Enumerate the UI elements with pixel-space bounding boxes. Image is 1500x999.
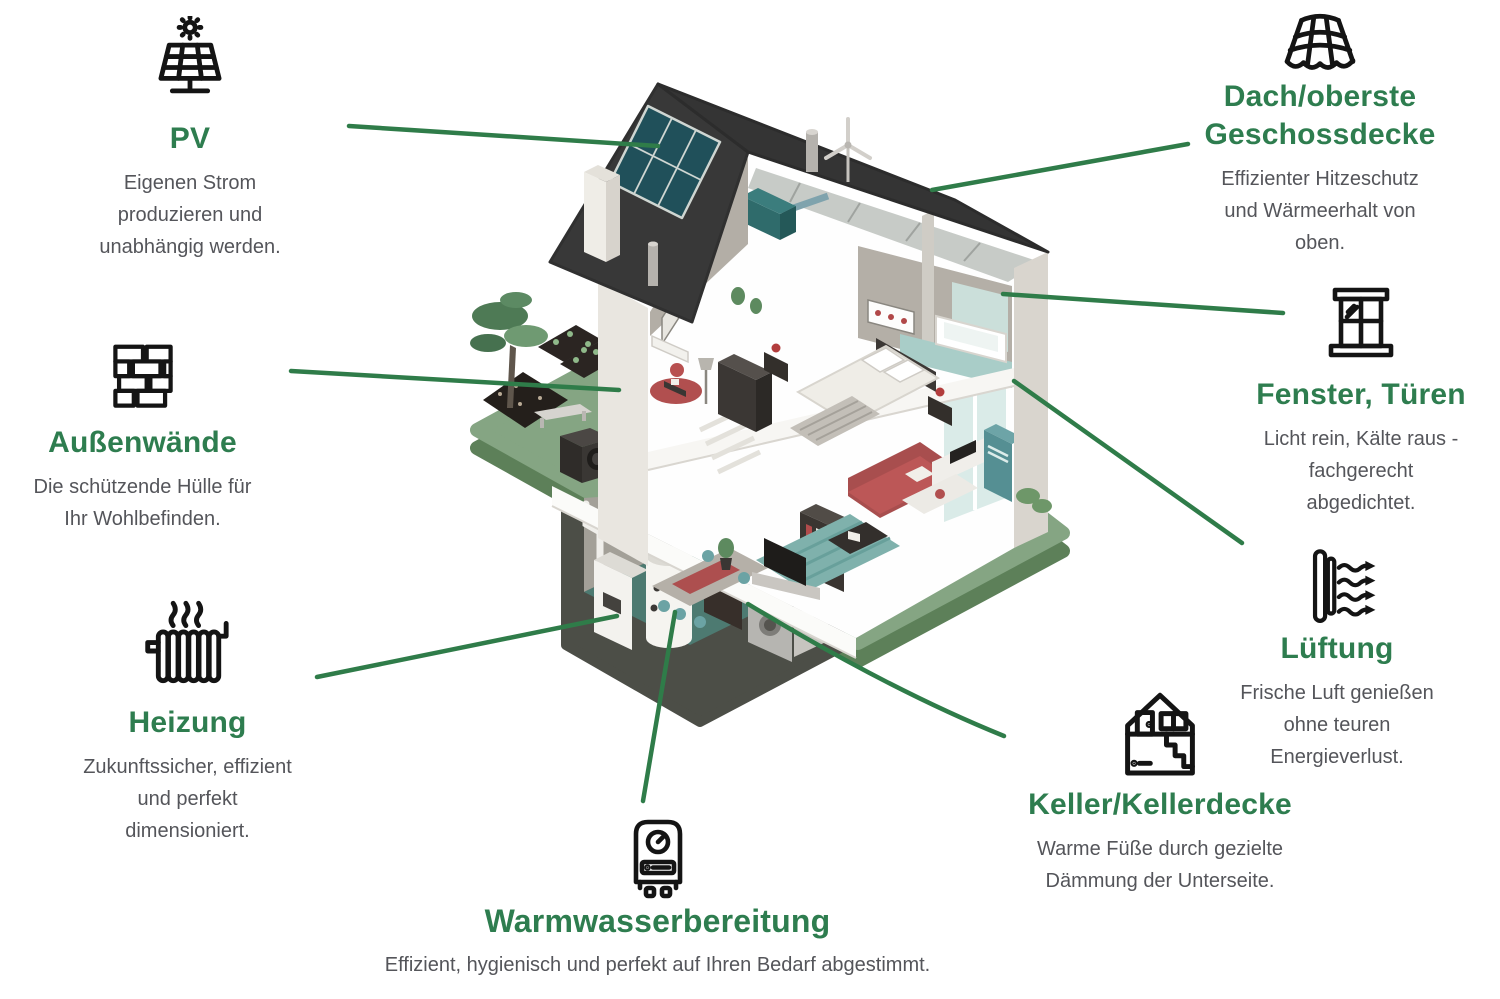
lueftung-title: Lüftung — [1280, 632, 1394, 665]
keller-description: Warme Füße durch gezielte Dämmung der Un… — [995, 833, 1325, 897]
lueftung-description-line: ohne teuren — [1283, 714, 1391, 736]
warmwasser-description-line: Effizient, hygienisch und perfekt auf Ih… — [384, 954, 931, 976]
connector-line-lueftung — [1011, 378, 1245, 546]
fenster-description-line: fachgerecht — [1308, 460, 1414, 482]
dach-description-line: oben. — [1294, 232, 1346, 254]
dach-description-line: Effizienter Hitzeschutz — [1221, 168, 1419, 190]
roof — [548, 82, 1050, 324]
roof-tiles-icon — [1165, 6, 1475, 78]
pv-section: PV Eigenen Strom produzieren und unabhän… — [40, 16, 340, 263]
keller-section: Keller/Kellerdecke Warme Füße durch gezi… — [995, 678, 1325, 897]
dach-description-line: und Wärmeerhalt von — [1224, 200, 1416, 222]
pv-description-line: unabhängig werden. — [99, 236, 281, 258]
heizung-description-line: dimensioniert. — [125, 820, 250, 842]
aussenwaende-title: Außenwände — [48, 426, 237, 459]
garden — [470, 292, 624, 483]
basement-boiler — [582, 500, 648, 650]
brick-wall-icon — [0, 332, 285, 424]
radiator-icon — [30, 598, 345, 704]
connector-line-pv — [346, 123, 661, 149]
connector-line-heizung — [314, 613, 620, 680]
aussenwaende-description-line: Ihr Wohlbefinden. — [64, 508, 221, 530]
aussenwaende-section: Außenwände Die schützende Hülle für Ihr … — [0, 332, 285, 535]
upstairs-furniture — [650, 287, 952, 446]
window-icon — [1216, 276, 1500, 376]
fenster-description-line: abgedichtet. — [1306, 492, 1416, 514]
downstairs-furniture — [652, 424, 1024, 628]
pv-description-line: produzieren und — [117, 204, 263, 226]
aussenwaende-description: Die schützende Hülle für Ihr Wohlbefinde… — [0, 471, 285, 535]
aussenwaende-description-line: Die schützende Hülle für — [33, 476, 252, 498]
left-exterior-wall — [598, 280, 648, 566]
heizung-description-line: Zukunftssicher, effizient — [83, 756, 292, 778]
keller-description-line: Warme Füße durch gezielte — [1036, 838, 1283, 860]
bathroom — [900, 210, 1012, 388]
connector-line-dach — [929, 141, 1191, 193]
lueftung-description: Frische Luft genießen ohne teuren Energi… — [1192, 677, 1482, 773]
dach-section: Dach/oberste Geschossdecke Effizienter H… — [1165, 6, 1475, 259]
heizung-section: Heizung Zukunftssicher, effizient und pe… — [30, 598, 345, 847]
solar-panel-icon — [40, 16, 340, 120]
heizung-description: Zukunftssicher, effizient und perfekt di… — [30, 751, 345, 847]
water-heater-icon — [320, 802, 995, 902]
connector-line-aussenwaende — [288, 368, 622, 393]
right-exterior-wall — [1014, 252, 1048, 548]
warmwasser-title: Warmwasserbereitung — [484, 903, 831, 939]
connector-line-fenster — [1000, 291, 1286, 316]
connector-line-warmwasser — [640, 609, 678, 804]
basement-house-icon — [995, 678, 1325, 786]
pv-description: Eigenen Strom produzieren und unabhängig… — [40, 167, 340, 263]
heizung-title: Heizung — [128, 706, 247, 739]
lueftung-description-line: Frische Luft genießen — [1240, 682, 1434, 704]
dach-description: Effizienter Hitzeschutz und Wärmeerhalt … — [1165, 163, 1475, 259]
connector-line-keller — [745, 601, 1007, 739]
fenster-description: Licht rein, Kälte raus - fachgerecht abg… — [1216, 423, 1500, 519]
fenster-title: Fenster, Türen — [1256, 378, 1466, 411]
keller-description-line: Dämmung der Unterseite. — [1045, 870, 1275, 892]
keller-title: Keller/Kellerdecke — [1028, 788, 1292, 821]
fenster-section: Fenster, Türen Licht rein, Kälte raus - … — [1216, 276, 1500, 519]
chimney — [584, 165, 620, 262]
lueftung-description-line: Energieverlust. — [1270, 746, 1404, 768]
fenster-description-line: Licht rein, Kälte raus - — [1263, 428, 1459, 450]
ventilation-icon — [1192, 544, 1482, 630]
heizung-description-line: und perfekt — [137, 788, 238, 810]
lueftung-section: Lüftung Frische Luft genießen ohne teure… — [1192, 544, 1482, 773]
warmwasser-section: Warmwasserbereitung Effizient, hygienisc… — [320, 802, 995, 981]
warmwasser-description: Effizient, hygienisch und perfekt auf Ih… — [320, 949, 995, 981]
dach-title: Dach/oberste Geschossdecke — [1204, 80, 1436, 151]
pv-description-line: Eigenen Strom — [123, 172, 257, 194]
roof-solar-panel — [608, 104, 722, 220]
wind-turbine — [824, 117, 872, 182]
pv-title: PV — [169, 122, 211, 155]
